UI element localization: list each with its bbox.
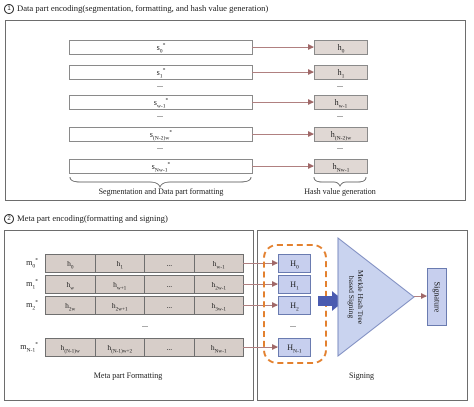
meta-cell: ... (145, 276, 195, 293)
segment-ellipsis: ... (157, 142, 163, 151)
meta-arrow (243, 344, 278, 350)
hash-box: h(N-2)w (314, 127, 368, 142)
hash-box: hw-1 (314, 95, 368, 110)
signature-label: Signature (432, 281, 442, 313)
H-box: H0 (278, 254, 311, 273)
meta-row: h2w h2w+1 ... h3w-1 (45, 296, 244, 315)
segment-ellipsis: ... (157, 80, 163, 89)
segment-box: sNw-1* (69, 159, 253, 174)
signature-arrow (414, 293, 427, 299)
meta-cell: ... (145, 255, 195, 272)
meta-label: mN-1* (20, 341, 38, 354)
segment-ellipsis: ... (157, 110, 163, 119)
merkle-text: Merkle Hash Tree based Signing (347, 269, 365, 325)
meta-label: m2* (26, 299, 38, 312)
signature-box: Signature (427, 268, 447, 326)
meta-cell: h(N-1)w (46, 339, 96, 356)
hash-arrow (252, 44, 314, 50)
segment-box: sw-1* (69, 95, 253, 110)
caption-meta-formatting: Meta part Formatting (93, 371, 163, 380)
hash-box: h0 (314, 40, 368, 55)
H-box: H1 (278, 275, 311, 294)
meta-cell: h2w-1 (211, 280, 227, 292)
meta-cell: h3w-1 (211, 301, 227, 313)
H-box: H2 (278, 296, 311, 315)
H-box: HN-1 (278, 338, 311, 357)
meta-row: hw hw+1 ... h2w-1 (45, 275, 244, 294)
hash-arrow (252, 99, 314, 105)
merkle-triangle (337, 237, 415, 357)
hash-arrow (252, 163, 314, 169)
H-ellipsis: ... (290, 320, 296, 329)
section-2-title-text: Meta part encoding(formatting and signin… (17, 213, 168, 223)
meta-cell: h2w (46, 297, 96, 314)
caption-signing: Signing (349, 371, 374, 380)
segment-box: s(N-2)w* (69, 127, 253, 142)
meta-cell: h2w+1 (96, 297, 145, 314)
meta-cell: hw-1 (212, 259, 225, 271)
meta-row: h0 h1 ... hw-1 (45, 254, 244, 273)
meta-row: h(N-1)w h(N-1)w+2 ... hNw-1 (45, 338, 244, 357)
hash-ellipsis: ... (337, 80, 343, 89)
caption-hash-generation: Hash value generation (304, 187, 376, 196)
meta-arrow (243, 260, 278, 266)
hash-box: hNw-1 (314, 159, 368, 174)
hash-ellipsis: ... (337, 110, 343, 119)
segment-box: s0* (69, 40, 253, 55)
meta-cell: ... (145, 339, 195, 356)
meta-cell: hw+1 (96, 276, 145, 293)
hash-ellipsis: ... (337, 142, 343, 151)
section-1-title-text: Data part encoding(segmentation, formatt… (17, 3, 269, 13)
section-2-number: 2 (4, 214, 14, 225)
meta-cell: hNw-1 (210, 343, 227, 355)
meta-cell: hw (46, 276, 96, 293)
segment-box: s1* (69, 65, 253, 80)
meta-cell: h1 (96, 255, 145, 272)
section-1-number: 1 (4, 4, 14, 15)
meta-label: m0* (26, 257, 38, 270)
hash-arrow (252, 131, 314, 137)
meta-arrow (243, 281, 278, 287)
hash-box: h1 (314, 65, 368, 80)
caption-segmentation: Segmentation and Data part formatting (98, 187, 224, 196)
meta-ellipsis: ... (142, 320, 148, 329)
meta-cell: h0 (46, 255, 96, 272)
meta-arrow (243, 302, 278, 308)
meta-cell: ... (145, 297, 195, 314)
hash-arrow (252, 69, 314, 75)
meta-label: m1* (26, 278, 38, 291)
meta-cell: h(N-1)w+2 (96, 339, 145, 356)
